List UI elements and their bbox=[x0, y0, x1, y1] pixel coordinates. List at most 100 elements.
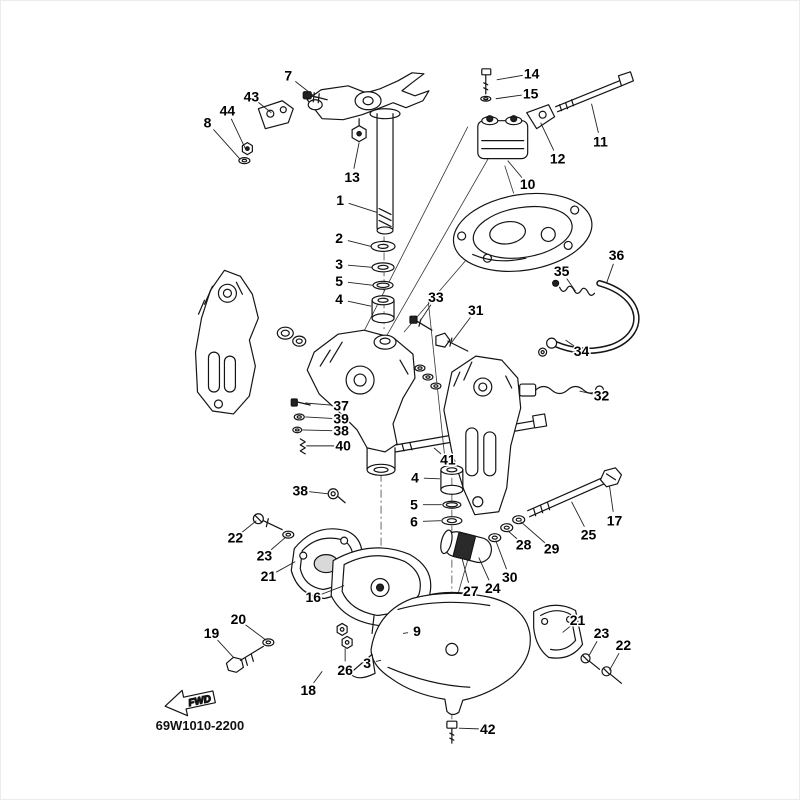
hose-fitting-34 bbox=[538, 337, 558, 357]
callout-5: 5 bbox=[410, 496, 418, 512]
spring-35 bbox=[552, 279, 596, 296]
callout-1: 1 bbox=[336, 192, 344, 208]
upper-mount-10 bbox=[477, 115, 529, 160]
leader-line-20 bbox=[245, 624, 267, 641]
exhaust-guide-plate bbox=[452, 192, 593, 273]
callout-35: 35 bbox=[554, 263, 570, 279]
callout-17: 17 bbox=[607, 512, 623, 528]
leader-line-3 bbox=[348, 264, 373, 268]
spring-40 bbox=[299, 438, 306, 455]
leader-line-39 bbox=[305, 416, 333, 419]
washer-15 bbox=[480, 95, 492, 102]
bolt-14 bbox=[481, 68, 492, 95]
leader-line-3 bbox=[375, 659, 382, 662]
callout-42: 42 bbox=[480, 721, 496, 737]
callout-40: 40 bbox=[335, 438, 351, 454]
leader-line-33 bbox=[419, 304, 432, 322]
washer-trio bbox=[414, 364, 442, 390]
oring-5-lower bbox=[442, 500, 462, 509]
callout-8: 8 bbox=[204, 114, 212, 130]
callout-13: 13 bbox=[344, 169, 360, 185]
washer-28 bbox=[500, 523, 514, 533]
bracket-43 bbox=[257, 100, 294, 130]
leader-line-27 bbox=[461, 557, 469, 583]
callout-24: 24 bbox=[485, 580, 501, 596]
leader-line-22 bbox=[609, 652, 620, 671]
bracket-bushings bbox=[276, 326, 307, 347]
mount-damper-24-27 bbox=[440, 529, 493, 564]
clip-38 bbox=[327, 488, 346, 504]
washer-39 bbox=[293, 413, 305, 421]
callout-23: 23 bbox=[594, 625, 610, 641]
callout-32: 32 bbox=[594, 388, 610, 404]
callout-3: 3 bbox=[363, 655, 371, 671]
grease-hose-36 bbox=[552, 280, 640, 355]
leader-line-11 bbox=[591, 103, 599, 134]
callout-29: 29 bbox=[544, 540, 560, 556]
lower-casing bbox=[349, 591, 531, 716]
callout-18: 18 bbox=[300, 682, 316, 698]
leader-line-29 bbox=[520, 521, 546, 544]
steering-shaft bbox=[369, 108, 401, 235]
callout-5: 5 bbox=[335, 273, 343, 289]
callout-28: 28 bbox=[516, 536, 532, 552]
leader-line-4 bbox=[423, 477, 440, 480]
callout-26: 26 bbox=[337, 662, 353, 678]
fwd-arrow: FWD bbox=[164, 689, 216, 717]
callout-22: 22 bbox=[228, 529, 244, 545]
callout-39: 39 bbox=[333, 411, 349, 427]
leader-line-36 bbox=[606, 263, 614, 284]
callout-3: 3 bbox=[335, 256, 343, 272]
nut-44 bbox=[241, 142, 253, 156]
washer-2 bbox=[370, 240, 396, 252]
leader-line-10 bbox=[507, 160, 523, 178]
callout-30: 30 bbox=[502, 569, 518, 585]
callout-44: 44 bbox=[220, 102, 236, 118]
washer-8 bbox=[238, 157, 251, 165]
leader-line-38 bbox=[309, 491, 329, 495]
leader-line-25 bbox=[571, 501, 585, 527]
screw-22-left bbox=[252, 513, 283, 531]
leader-line-41 bbox=[433, 447, 442, 455]
callout-38: 38 bbox=[292, 482, 308, 498]
screw-37 bbox=[290, 398, 311, 407]
leader-line-5 bbox=[348, 281, 374, 286]
leader-line-9 bbox=[402, 632, 409, 634]
leader-line-15 bbox=[495, 94, 522, 100]
callout-4: 4 bbox=[411, 469, 419, 485]
callout-14: 14 bbox=[524, 66, 540, 82]
callout-27: 27 bbox=[463, 583, 479, 599]
callout-36: 36 bbox=[609, 247, 625, 263]
leader-line-4 bbox=[347, 300, 372, 307]
bolt-33 bbox=[409, 315, 433, 331]
callout-9: 9 bbox=[413, 623, 421, 639]
leader-line-6 bbox=[422, 520, 441, 522]
bolt-head-17 bbox=[599, 467, 623, 488]
trim-wire-32 bbox=[519, 383, 605, 397]
leader-line-7 bbox=[295, 81, 317, 99]
callout-21: 21 bbox=[261, 568, 277, 584]
callout-22: 22 bbox=[616, 637, 632, 653]
callout-7: 7 bbox=[284, 67, 292, 83]
leader-line-12 bbox=[540, 122, 555, 151]
leader-line-24 bbox=[478, 557, 490, 581]
callout-11: 11 bbox=[593, 133, 608, 149]
leader-line-8 bbox=[213, 129, 241, 160]
washer-23-left bbox=[282, 530, 295, 539]
callout-15: 15 bbox=[523, 85, 539, 101]
steering-bracket bbox=[306, 72, 430, 143]
leader-line-30 bbox=[495, 540, 507, 570]
leader-line-37 bbox=[305, 402, 333, 406]
leader-line-38 bbox=[302, 429, 333, 432]
leader-line-22 bbox=[242, 520, 257, 533]
screw-23-right bbox=[580, 653, 601, 670]
bolt-31 bbox=[435, 332, 469, 352]
leader-line-44 bbox=[230, 118, 246, 149]
bushing-4-lower bbox=[440, 464, 464, 495]
bolt-25 bbox=[527, 476, 608, 518]
washer-38 bbox=[292, 426, 303, 434]
leader-line-19 bbox=[217, 639, 234, 658]
washer-29 bbox=[512, 515, 526, 525]
leader-line-32 bbox=[579, 390, 593, 395]
